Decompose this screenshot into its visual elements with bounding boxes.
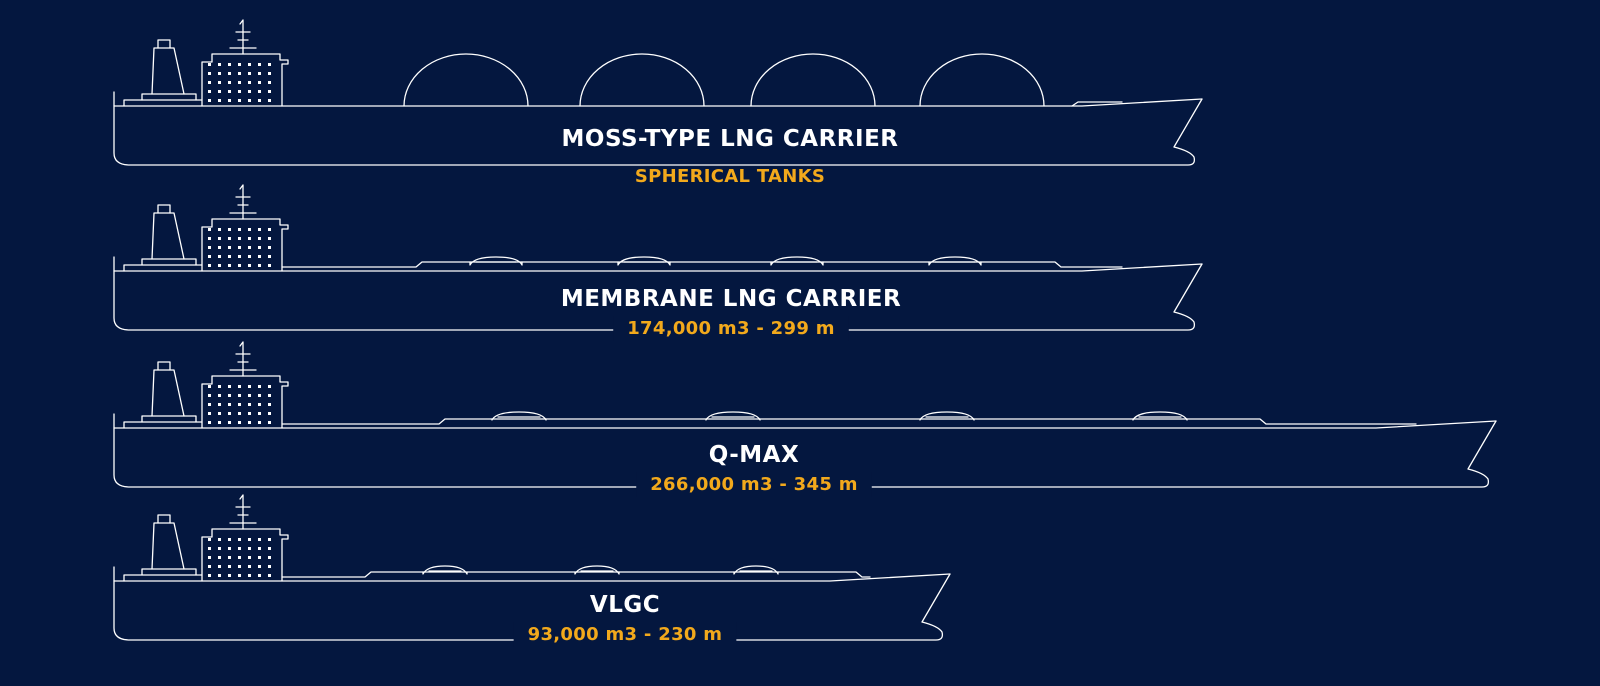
trunk-deck	[281, 571, 871, 578]
ship-q-max: Q-MAX 266,000 m3 - 345 m	[113, 341, 1497, 497]
ship-spec: 174,000 m3 - 299 m	[627, 318, 835, 339]
spherical-tank	[403, 53, 529, 107]
funnel-base	[141, 93, 197, 101]
mast	[229, 184, 257, 220]
spherical-tank	[579, 53, 705, 107]
bridge-windows	[208, 63, 271, 102]
funnel-base	[141, 568, 197, 576]
aft-deck	[123, 264, 203, 272]
keel-gap	[513, 622, 737, 647]
tank-dome	[491, 411, 547, 421]
tank-dome	[928, 256, 982, 266]
q-max-drawing	[113, 341, 1497, 488]
funnel-top	[157, 514, 171, 524]
hull-outline	[113, 566, 951, 641]
funnel	[151, 522, 185, 570]
aft-deck	[123, 421, 203, 429]
trunk-deck	[281, 261, 1123, 268]
tank-dome	[770, 256, 824, 266]
funnel-top	[157, 204, 171, 214]
deck-line	[113, 98, 1203, 107]
tank-dome	[617, 256, 671, 266]
spherical-tank	[919, 53, 1045, 107]
ship-spec: SPHERICAL TANKS	[635, 166, 825, 187]
funnel-top	[157, 361, 171, 371]
superstructure	[201, 218, 289, 272]
superstructure	[201, 528, 289, 582]
bridge-windows	[208, 538, 271, 577]
funnel-base	[141, 415, 197, 423]
ship-moss-type-lng-carrier: MOSS-TYPE LNG CARRIER SPHERICAL TANKS	[113, 19, 1203, 187]
ship-name: VLGC	[590, 592, 660, 618]
ship-name: MEMBRANE LNG CARRIER	[561, 286, 901, 312]
deck-line	[113, 263, 1203, 272]
ship-spec: 93,000 m3 - 230 m	[528, 624, 723, 645]
trunk-deck	[281, 418, 1417, 425]
mast	[229, 341, 257, 377]
mast	[229, 19, 257, 55]
tank-dome	[574, 565, 620, 575]
mast	[229, 494, 257, 530]
keel-gap	[636, 472, 872, 497]
ship-membrane-lng-carrier: MEMBRANE LNG CARRIER 174,000 m3 - 299 m	[113, 184, 1203, 341]
tank-dome	[469, 256, 523, 266]
aft-deck	[123, 574, 203, 582]
superstructure	[201, 375, 289, 429]
hull-outline	[113, 256, 1203, 331]
superstructure	[201, 53, 289, 107]
tank-dome	[1132, 411, 1188, 421]
tank-dome	[919, 411, 975, 421]
bridge-windows	[208, 385, 271, 424]
tank-dome	[422, 565, 468, 575]
hull-outline	[113, 413, 1497, 488]
deck-line	[113, 573, 951, 582]
hull-outline	[113, 91, 1203, 166]
deck-line	[113, 420, 1497, 429]
bridge-windows	[208, 228, 271, 267]
moss-carrier-drawing	[113, 19, 1203, 166]
funnel	[151, 47, 185, 95]
ship-spec: 266,000 m3 - 345 m	[650, 474, 858, 495]
funnel	[151, 212, 185, 260]
spherical-tank	[750, 53, 876, 107]
ship-name: MOSS-TYPE LNG CARRIER	[562, 126, 899, 152]
forecastle-step	[1071, 101, 1123, 107]
ship-name: Q-MAX	[709, 442, 799, 468]
funnel-top	[157, 39, 171, 49]
funnel-base	[141, 258, 197, 266]
tank-dome	[705, 411, 761, 421]
keel-gap	[613, 316, 849, 341]
membrane-carrier-drawing	[113, 184, 1203, 331]
vlgc-drawing	[113, 494, 951, 641]
tank-dome	[733, 565, 779, 575]
funnel	[151, 369, 185, 417]
aft-deck	[123, 99, 203, 107]
ship-vlgc: VLGC 93,000 m3 - 230 m	[113, 494, 951, 647]
